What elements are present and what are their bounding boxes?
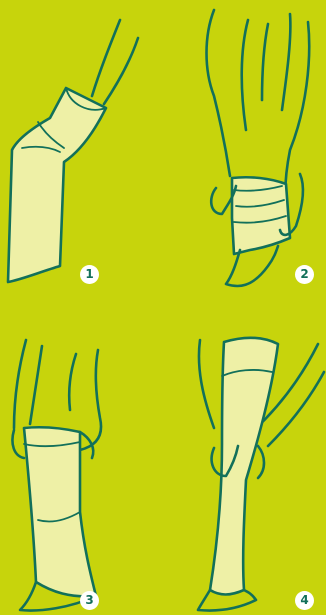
step-1-badge: 1 (80, 265, 99, 284)
step-4-badge: 4 (295, 591, 314, 610)
step-3-illustration (12, 340, 101, 610)
step-4-illustration (198, 338, 324, 611)
step-1-illustration (8, 20, 138, 282)
step-2-illustration (207, 10, 310, 286)
step-2-badge: 2 (295, 265, 314, 284)
step-3-badge: 3 (80, 591, 99, 610)
